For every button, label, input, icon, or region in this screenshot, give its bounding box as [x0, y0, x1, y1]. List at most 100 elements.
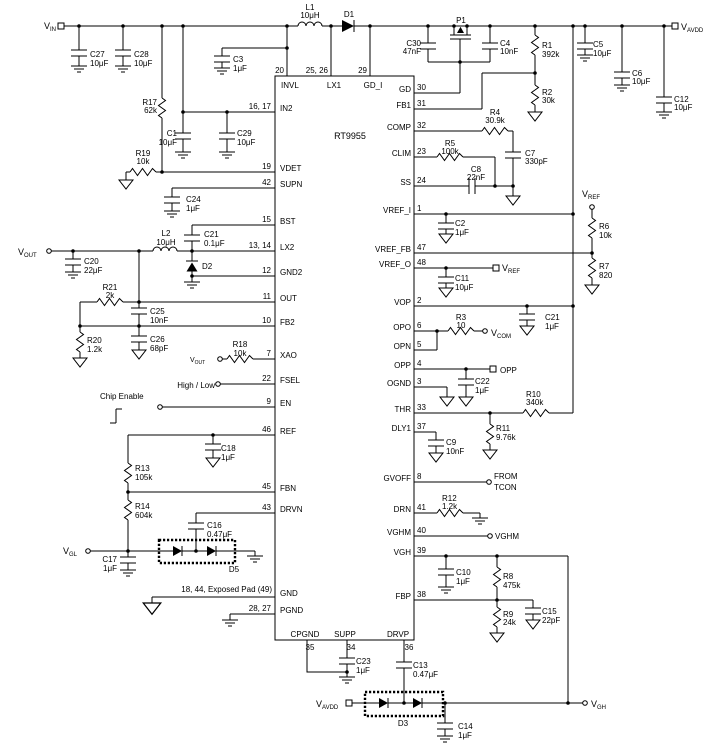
pin-label-thr: THR [395, 405, 412, 414]
vavdd-bottom-terminal-icon [345, 699, 353, 707]
pin-num-supn: 42 [262, 178, 271, 187]
R18-ref: R18 [233, 340, 248, 349]
C12-value: 10μF [674, 103, 693, 112]
C26-ref: C26 [150, 335, 165, 344]
C16-value: 0.47μF [207, 530, 232, 539]
pin-num-dly1: 37 [417, 422, 426, 431]
port-markers [46, 22, 679, 707]
pin-num-vrefi: 1 [417, 204, 422, 213]
vout-label: VOUT [18, 247, 37, 259]
pin-num-vdet: 19 [262, 162, 271, 171]
C15-value: 22pF [542, 616, 560, 625]
pin-num-fsel: 22 [262, 374, 271, 383]
C15-ref: C15 [542, 607, 557, 616]
ground-bar-icons [64, 54, 673, 743]
R9-ref: R9 [503, 610, 514, 619]
R2-ref: R2 [542, 88, 553, 97]
pin-label-drn: DRN [394, 505, 412, 514]
opp-port-label: OPP [500, 366, 517, 375]
D1-ref: D1 [344, 10, 355, 19]
R7-ref: R7 [599, 262, 610, 271]
C7-ref: C7 [525, 149, 536, 158]
pin-label-gd: GD [399, 85, 411, 94]
C3-ref: C3 [233, 55, 244, 64]
vout-xao-label: VOUT [190, 357, 205, 366]
R3-ref: R3 [456, 313, 467, 322]
pin-label-opo: OPO [393, 323, 411, 332]
diode-pack-d3-box [363, 690, 445, 718]
C20-value: 22μF [84, 266, 103, 275]
C11-ref: C11 [455, 274, 470, 283]
D2-ref: D2 [202, 262, 213, 271]
high-low-label: High / Low [177, 381, 215, 390]
R1-ref: R1 [542, 41, 553, 50]
pin-label-supn: SUPN [280, 180, 302, 189]
pin-label-gvoff: GVOFF [383, 474, 411, 483]
en-terminal-icon [157, 404, 163, 410]
C25-value: 10nF [150, 316, 168, 325]
pin-label-fsel: FSEL [280, 376, 301, 385]
pin-num-out: 11 [263, 292, 272, 301]
C25-ref: C25 [150, 307, 165, 316]
R13-ref: R13 [135, 464, 150, 473]
pin-label-opn: OPN [394, 342, 412, 351]
C18-value: 1μF [221, 453, 235, 462]
vin-label: VIN [44, 21, 56, 33]
pin-label-drvp: DRVP [387, 630, 409, 639]
R12-ref: R12 [442, 494, 457, 503]
vref-top-terminal-icon [589, 204, 595, 210]
pin-num-fb1: 31 [417, 99, 426, 108]
pin-num-pgnd: 28, 27 [249, 604, 272, 613]
vgh-terminal-icon [582, 700, 588, 706]
pin-label-fb1: FB1 [396, 101, 411, 110]
wires-right-mid [414, 209, 593, 703]
pin-label-gnd: GND [280, 589, 298, 598]
pin-num-fb2: 10 [262, 316, 271, 325]
vout-xao-terminal-icon [217, 356, 223, 362]
R10-value: 340k [526, 398, 544, 407]
pmos-arrow-icon [457, 26, 464, 33]
pin-num-vreffb: 47 [417, 243, 426, 252]
pin-num-bst: 15 [262, 215, 271, 224]
pin-label-vrefo: VREF_O [379, 260, 411, 269]
R4-ref: R4 [490, 108, 501, 117]
fsel-terminal-icon [215, 381, 221, 387]
pin-label-ss: SS [400, 178, 411, 187]
pin-num-cpgnd: 35 [306, 643, 315, 652]
L2-ref: L2 [162, 229, 171, 238]
R17-ref: R17 [142, 98, 157, 107]
vcom-label: VCOM [491, 328, 511, 340]
pin-num-gvoff: 8 [417, 472, 422, 481]
pin-label-vrefi: VREF_I [383, 206, 411, 215]
vgl-terminal-icon [85, 548, 91, 554]
C17-ref: C17 [102, 555, 117, 564]
C17-value: 1μF [103, 564, 117, 573]
C26-value: 68pF [150, 344, 168, 353]
C14-ref: C14 [458, 722, 473, 731]
pin-num-vghm: 40 [417, 526, 426, 535]
pin-num-vgh: 39 [417, 546, 426, 555]
pin-num-drvp: 36 [405, 643, 414, 652]
ground-triangle-icons [72, 111, 600, 643]
pin-num-opn: 5 [417, 340, 422, 349]
C21b-value: 1μF [545, 322, 559, 331]
pin-label-gdi: GD_I [364, 81, 383, 90]
pin-num-ref: 46 [262, 425, 271, 434]
pin-label-bst: BST [280, 217, 296, 226]
R12-value: 1.2k [442, 502, 458, 511]
pin-label-vghm: VGHM [387, 528, 411, 537]
C4-value: 10nF [500, 47, 518, 56]
pin-label-comp: COMP [387, 123, 411, 132]
vgh-label: VGH [591, 699, 606, 711]
pin-label-ref: REF [280, 427, 296, 436]
diode-symbols [172, 19, 423, 709]
vavdd-terminal-icon [671, 22, 679, 30]
C9-ref: C9 [446, 438, 457, 447]
pin-num-opo: 6 [417, 321, 422, 330]
pin-label-vop: VOP [394, 298, 411, 307]
R14-ref: R14 [135, 502, 150, 511]
R19-value: 10k [137, 157, 151, 166]
C10-value: 1μF [456, 577, 470, 586]
D3-ref: D3 [398, 719, 409, 728]
